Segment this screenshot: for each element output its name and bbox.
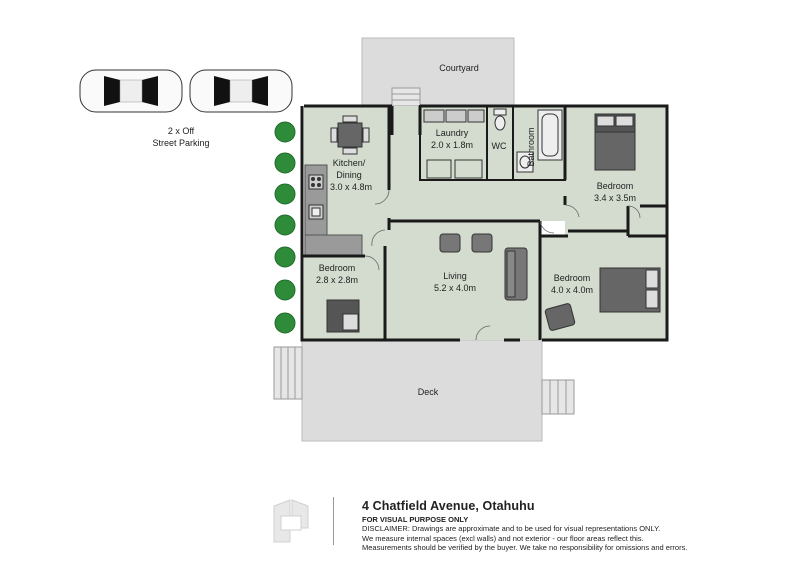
car-icon bbox=[189, 69, 293, 113]
disclaimer-line: Measurements should be verified by the b… bbox=[362, 543, 688, 552]
bedroom-sw-label: Bedroom bbox=[319, 263, 356, 273]
company-logo-icon bbox=[273, 499, 309, 543]
laundry-tub-icon bbox=[423, 109, 485, 123]
bedroom-ne-label: Bedroom bbox=[597, 181, 634, 191]
bathtub-icon bbox=[537, 109, 563, 161]
laundry-label: Laundry bbox=[436, 128, 469, 138]
courtyard-steps bbox=[391, 87, 421, 107]
tree-icon bbox=[274, 312, 296, 334]
deck-steps-right bbox=[541, 379, 575, 415]
living-armchairs-icon bbox=[439, 233, 493, 253]
bedroom-se-size: 4.0 x 4.0m bbox=[551, 285, 593, 295]
sink-icon bbox=[308, 204, 324, 220]
parking-label-line1: 2 x Off bbox=[168, 126, 195, 136]
disclaimer-line: DISCLAIMER: Drawings are approximate and… bbox=[362, 524, 661, 533]
footer-divider bbox=[333, 497, 334, 545]
car-icon bbox=[79, 69, 183, 113]
living-size: 5.2 x 4.0m bbox=[434, 283, 476, 293]
tree-icon bbox=[274, 246, 296, 268]
armchair-se-icon bbox=[544, 303, 576, 331]
tree-icon bbox=[274, 183, 296, 205]
visual-note: FOR VISUAL PURPOSE ONLY bbox=[362, 515, 469, 524]
courtyard-label: Courtyard bbox=[439, 63, 479, 73]
bedroom-se-label: Bedroom bbox=[554, 273, 591, 283]
deck-steps-left bbox=[273, 346, 303, 400]
living-label: Living bbox=[443, 271, 467, 281]
tree-icon bbox=[274, 279, 296, 301]
deck-area bbox=[301, 339, 543, 442]
toilet-icon bbox=[493, 108, 507, 131]
trees bbox=[274, 121, 296, 334]
courtyard-area bbox=[361, 37, 515, 107]
bathroom-label: Bathroom bbox=[526, 127, 536, 166]
door-swings bbox=[364, 189, 641, 341]
kitchen-size: 3.0 x 4.8m bbox=[330, 182, 372, 192]
disclaimer-line: We measure internal spaces (excl walls) … bbox=[362, 533, 644, 543]
dining-table-icon bbox=[330, 115, 370, 155]
wc-label: WC bbox=[492, 141, 507, 151]
bedroom-ne-size: 3.4 x 3.5m bbox=[594, 193, 636, 203]
tree-icon bbox=[274, 121, 296, 143]
bed-ne-icon bbox=[594, 113, 636, 171]
bedroom-sw-size: 2.8 x 2.8m bbox=[316, 275, 358, 285]
tree-icon bbox=[274, 152, 296, 174]
property-address: 4 Chatfield Avenue, Otahuhu bbox=[362, 499, 535, 513]
bed-sw-icon bbox=[326, 299, 360, 333]
tree-icon bbox=[274, 214, 296, 236]
bed-se-icon bbox=[599, 267, 661, 313]
cooktop-icon bbox=[308, 174, 324, 190]
laundry-doors bbox=[426, 159, 483, 179]
kitchen-label-line2: Dining bbox=[336, 170, 362, 180]
parking-label-line2: Street Parking bbox=[152, 138, 209, 148]
walls bbox=[300, 104, 669, 342]
footer-text: 4 Chatfield Avenue, Otahuhu FOR VISUAL P… bbox=[362, 499, 792, 553]
living-sofa-icon bbox=[504, 247, 528, 301]
kitchen-label-line1: Kitchen/ bbox=[333, 158, 366, 168]
deck-label: Deck bbox=[418, 387, 439, 397]
laundry-size: 2.0 x 1.8m bbox=[431, 140, 473, 150]
basin-icon bbox=[516, 151, 534, 173]
